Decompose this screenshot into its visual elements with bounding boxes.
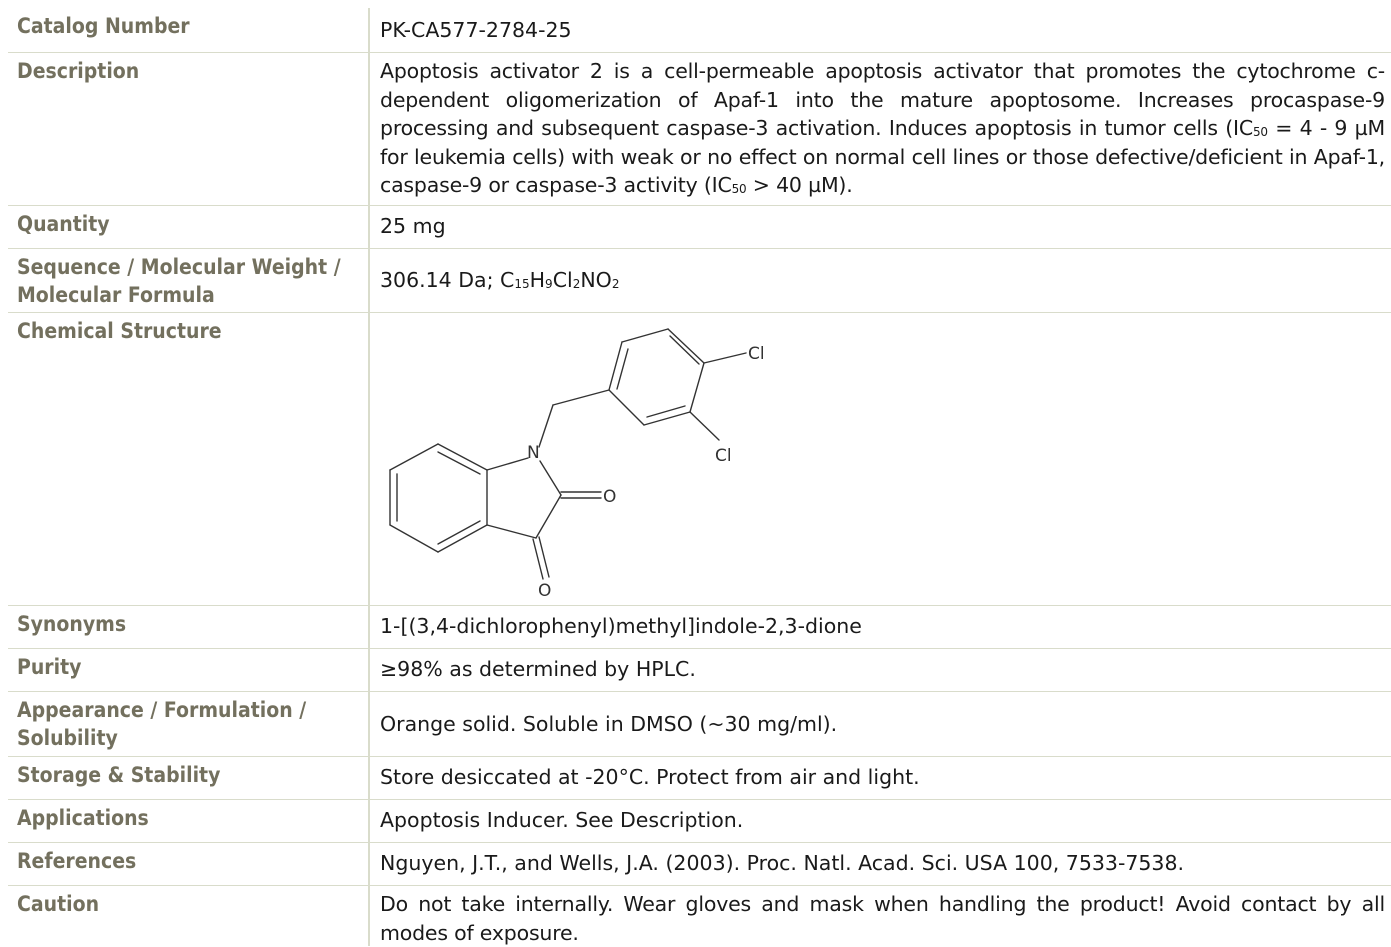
label-applications: Applications xyxy=(8,800,370,842)
label-description: Description xyxy=(8,53,370,205)
product-datasheet-table: Catalog Number PK-CA577-2784-25 Descript… xyxy=(8,8,1391,946)
label-storage: Storage & Stability xyxy=(8,757,370,799)
label-quantity: Quantity xyxy=(8,206,370,248)
row-purity: Purity ≥98% as determined by HPLC. xyxy=(8,649,1391,692)
value-synonyms: 1-[(3,4-dichlorophenyl)methyl]indole-2,3… xyxy=(380,614,862,638)
chemical-structure-diagram: Cl Cl N O O xyxy=(389,328,765,601)
row-appearance: Appearance / Formulation / Solubility Or… xyxy=(8,692,1391,757)
row-storage: Storage & Stability Store desiccated at … xyxy=(8,757,1391,800)
row-quantity: Quantity 25 mg xyxy=(8,206,1391,249)
value-quantity: 25 mg xyxy=(380,214,446,238)
row-synonyms: Synonyms 1-[(3,4-dichlorophenyl)methyl]i… xyxy=(8,606,1391,649)
label-purity: Purity xyxy=(8,649,370,691)
value-appearance: Orange solid. Soluble in DMSO (~30 mg/ml… xyxy=(380,711,838,736)
value-storage: Store desiccated at -20°C. Protect from … xyxy=(380,765,920,789)
row-description: Description Apoptosis activator 2 is a c… xyxy=(8,53,1391,206)
value-description: Apoptosis activator 2 is a cell-permeabl… xyxy=(380,59,1385,197)
atom-label-cl-meta: Cl xyxy=(715,446,732,466)
atom-label-oxygen-c2: O xyxy=(603,487,616,507)
row-applications: Applications Apoptosis Inducer. See Desc… xyxy=(8,800,1391,843)
label-synonyms: Synonyms xyxy=(8,606,370,648)
row-chemical-structure: Chemical Structure xyxy=(8,313,1391,606)
value-molecular-formula: 306.14 Da; C15H9Cl2NO2 xyxy=(380,268,620,293)
label-sequence: Sequence / Molecular Weight / Molecular … xyxy=(8,249,370,312)
atom-label-cl-para: Cl xyxy=(748,344,765,364)
label-appearance: Appearance / Formulation / Solubility xyxy=(8,692,370,756)
row-sequence: Sequence / Molecular Weight / Molecular … xyxy=(8,249,1391,313)
label-references: References xyxy=(8,843,370,885)
value-references: Nguyen, J.T., and Wells, J.A. (2003). Pr… xyxy=(380,851,1185,875)
atom-label-oxygen-c3: O xyxy=(538,581,551,601)
label-chemical-structure: Chemical Structure xyxy=(8,313,370,605)
label-caution: Caution xyxy=(8,886,370,946)
value-chemical-structure: Cl Cl N O O xyxy=(370,313,1391,605)
label-catalog-number: Catalog Number xyxy=(8,8,370,52)
value-applications: Apoptosis Inducer. See Description. xyxy=(380,808,744,832)
atom-label-nitrogen: N xyxy=(527,443,540,463)
value-catalog-number: PK-CA577-2784-25 xyxy=(380,18,572,42)
row-caution: Caution Do not take internally. Wear glo… xyxy=(8,886,1391,946)
value-caution: Do not take internally. Wear gloves and … xyxy=(380,892,1385,945)
row-catalog-number: Catalog Number PK-CA577-2784-25 xyxy=(8,8,1391,53)
row-references: References Nguyen, J.T., and Wells, J.A.… xyxy=(8,843,1391,886)
value-purity: ≥98% as determined by HPLC. xyxy=(380,657,696,681)
